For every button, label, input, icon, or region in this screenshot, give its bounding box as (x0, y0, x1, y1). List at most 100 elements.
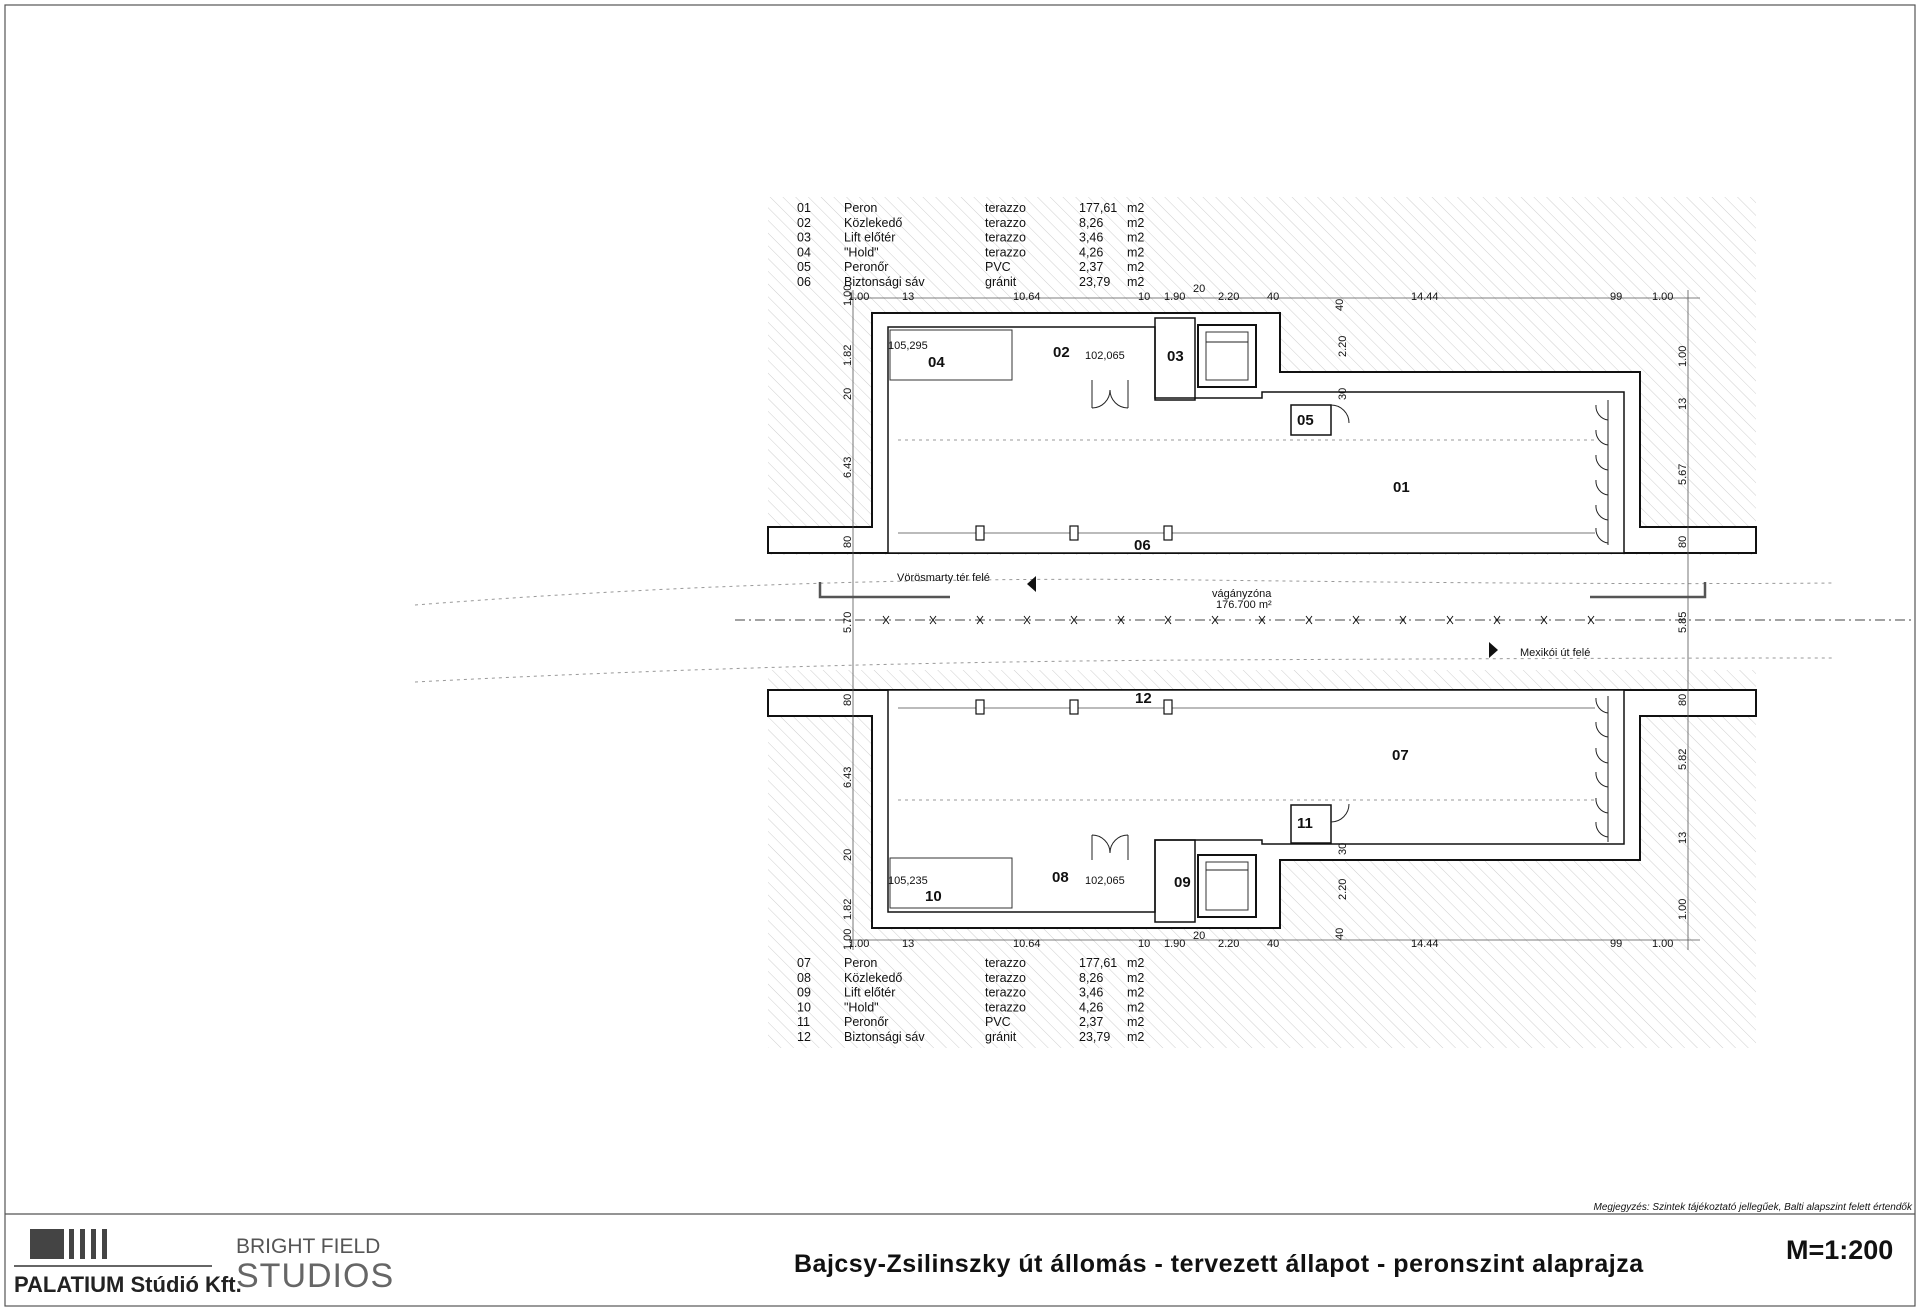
schedule-unit: m2 (1127, 986, 1144, 1000)
schedule-area: 4,26 (1079, 245, 1103, 259)
lower-end-doors (1595, 696, 1609, 842)
upper-booth (1290, 404, 1332, 436)
room-05-label: 05 (1297, 412, 1314, 429)
dimension-value: 2.20 (1218, 938, 1239, 950)
schedule-material: PVC (985, 1015, 1011, 1029)
schedule-no: 02 (797, 216, 811, 230)
arrow-west-icon (1027, 576, 1036, 592)
schedule-no: 08 (797, 971, 811, 985)
dimension-value: 1.00 (1677, 346, 1689, 367)
schedule-name: "Hold" (844, 1000, 879, 1014)
schedule-area: 3,46 (1079, 986, 1103, 1000)
lower-booth (1290, 804, 1332, 844)
room-04-label: 04 (928, 354, 945, 371)
schedule-no: 06 (797, 275, 811, 289)
lower-pillars (975, 699, 1173, 715)
dimension-value: 14.44 (1411, 291, 1439, 303)
schedule-unit: m2 (1127, 260, 1144, 274)
schedule-no: 10 (797, 1000, 811, 1014)
dimension-lines (850, 290, 1700, 950)
schedule-material: gránit (985, 275, 1017, 289)
schedule-name: Közlekedő (844, 216, 902, 230)
schedule-no: 07 (797, 956, 811, 970)
schedule-material: gránit (985, 1030, 1017, 1044)
dimension-value: 6.43 (842, 767, 854, 788)
room-11-label: 11 (1297, 815, 1313, 832)
upper-end-doors (1595, 400, 1609, 545)
schedule-unit: m2 (1127, 1015, 1144, 1029)
lower-lift-shaft (1197, 854, 1257, 918)
schedule-area: 177,61 (1079, 201, 1117, 215)
schedule-unit: m2 (1127, 956, 1144, 970)
level-upper-hold: 105,295 (888, 340, 928, 352)
schedule-material: terazzo (985, 971, 1026, 985)
schedule-material: PVC (985, 260, 1011, 274)
dimension-value: 20 (1193, 930, 1205, 942)
dimension-value: 80 (842, 536, 854, 548)
schedule-material: terazzo (985, 201, 1026, 215)
schedule-no: 11 (797, 1015, 810, 1029)
schedule-area: 2,37 (1079, 260, 1103, 274)
lower-stair (889, 857, 1013, 909)
palatium-logo: PALATIUM Stúdió Kft. (14, 1229, 242, 1297)
dimension-value: 1.00 (1652, 938, 1673, 950)
room-08-label: 08 (1052, 869, 1069, 886)
schedule-unit: m2 (1127, 971, 1144, 985)
dimension-value: 2.20 (1337, 879, 1349, 900)
dimension-value: 1.00 (842, 285, 854, 306)
dim-mid-left: 5.70 (842, 612, 854, 633)
footer-note: Megjegyzés: Szintek tájékoztató jellegűe… (1593, 1202, 1913, 1213)
room-09-label: 09 (1174, 874, 1191, 891)
schedule-material: terazzo (985, 956, 1026, 970)
upper-stair (889, 329, 1013, 381)
schedule-name: "Hold" (844, 245, 879, 259)
schedule-name: Biztonsági sáv (844, 275, 925, 289)
drawing-scale: M=1:200 (1786, 1235, 1893, 1265)
brightfield-logo-top: BRIGHT FIELD (236, 1235, 380, 1258)
schedule-material: terazzo (985, 245, 1026, 259)
dimension-value: 10.64 (1013, 938, 1041, 950)
east-direction-label: Mexikói út felé (1520, 647, 1590, 659)
dimension-value: 1.00 (1652, 291, 1673, 303)
dimension-value: 40 (1267, 291, 1279, 303)
schedule-unit: m2 (1127, 245, 1144, 259)
dimension-value: 1.00 (848, 938, 869, 950)
dimension-value: 20 (842, 849, 854, 861)
brightfield-logo-bottom: STUDIOS (236, 1257, 394, 1295)
schedule-name: Peronőr (844, 1015, 888, 1029)
schedule-no: 03 (797, 231, 811, 245)
dimension-value: 40 (1267, 938, 1279, 950)
room-10-label: 10 (925, 888, 942, 905)
dimension-value: 13 (902, 938, 914, 950)
dimension-value: 1.90 (1164, 291, 1185, 303)
upper-lift-car (1205, 331, 1249, 381)
schedule-area: 2,37 (1079, 1015, 1103, 1029)
schedule-name: Peronőr (844, 260, 888, 274)
dimension-value: 99 (1610, 938, 1622, 950)
schedule-unit: m2 (1127, 216, 1144, 230)
dimension-value: 14.44 (1411, 938, 1439, 950)
palatium-logo-text: PALATIUM Stúdió Kft. (14, 1272, 242, 1297)
dimension-value: 13 (902, 291, 914, 303)
track-ticks (882, 615, 1595, 625)
room-02-label: 02 (1053, 344, 1070, 361)
schedule-unit: m2 (1127, 1030, 1144, 1044)
level-lower-hold: 105,235 (888, 875, 928, 887)
brightfield-logo: BRIGHT FIELD STUDIOS (236, 1235, 394, 1295)
track-zone-area: 176.700 m² (1216, 599, 1272, 611)
schedule-unit: m2 (1127, 1000, 1144, 1014)
schedule-area: 3,46 (1079, 231, 1103, 245)
dimension-value: 1.00 (1677, 899, 1689, 920)
room-01-label: 01 (1393, 479, 1410, 496)
dimension-value: 1.00 (842, 929, 854, 950)
schedule-area: 23,79 (1079, 1030, 1110, 1044)
schedule-material: terazzo (985, 231, 1026, 245)
dimension-value: 80 (1677, 694, 1689, 706)
sheet-border (4, 4, 1916, 1307)
arrow-east-icon (1489, 642, 1498, 658)
